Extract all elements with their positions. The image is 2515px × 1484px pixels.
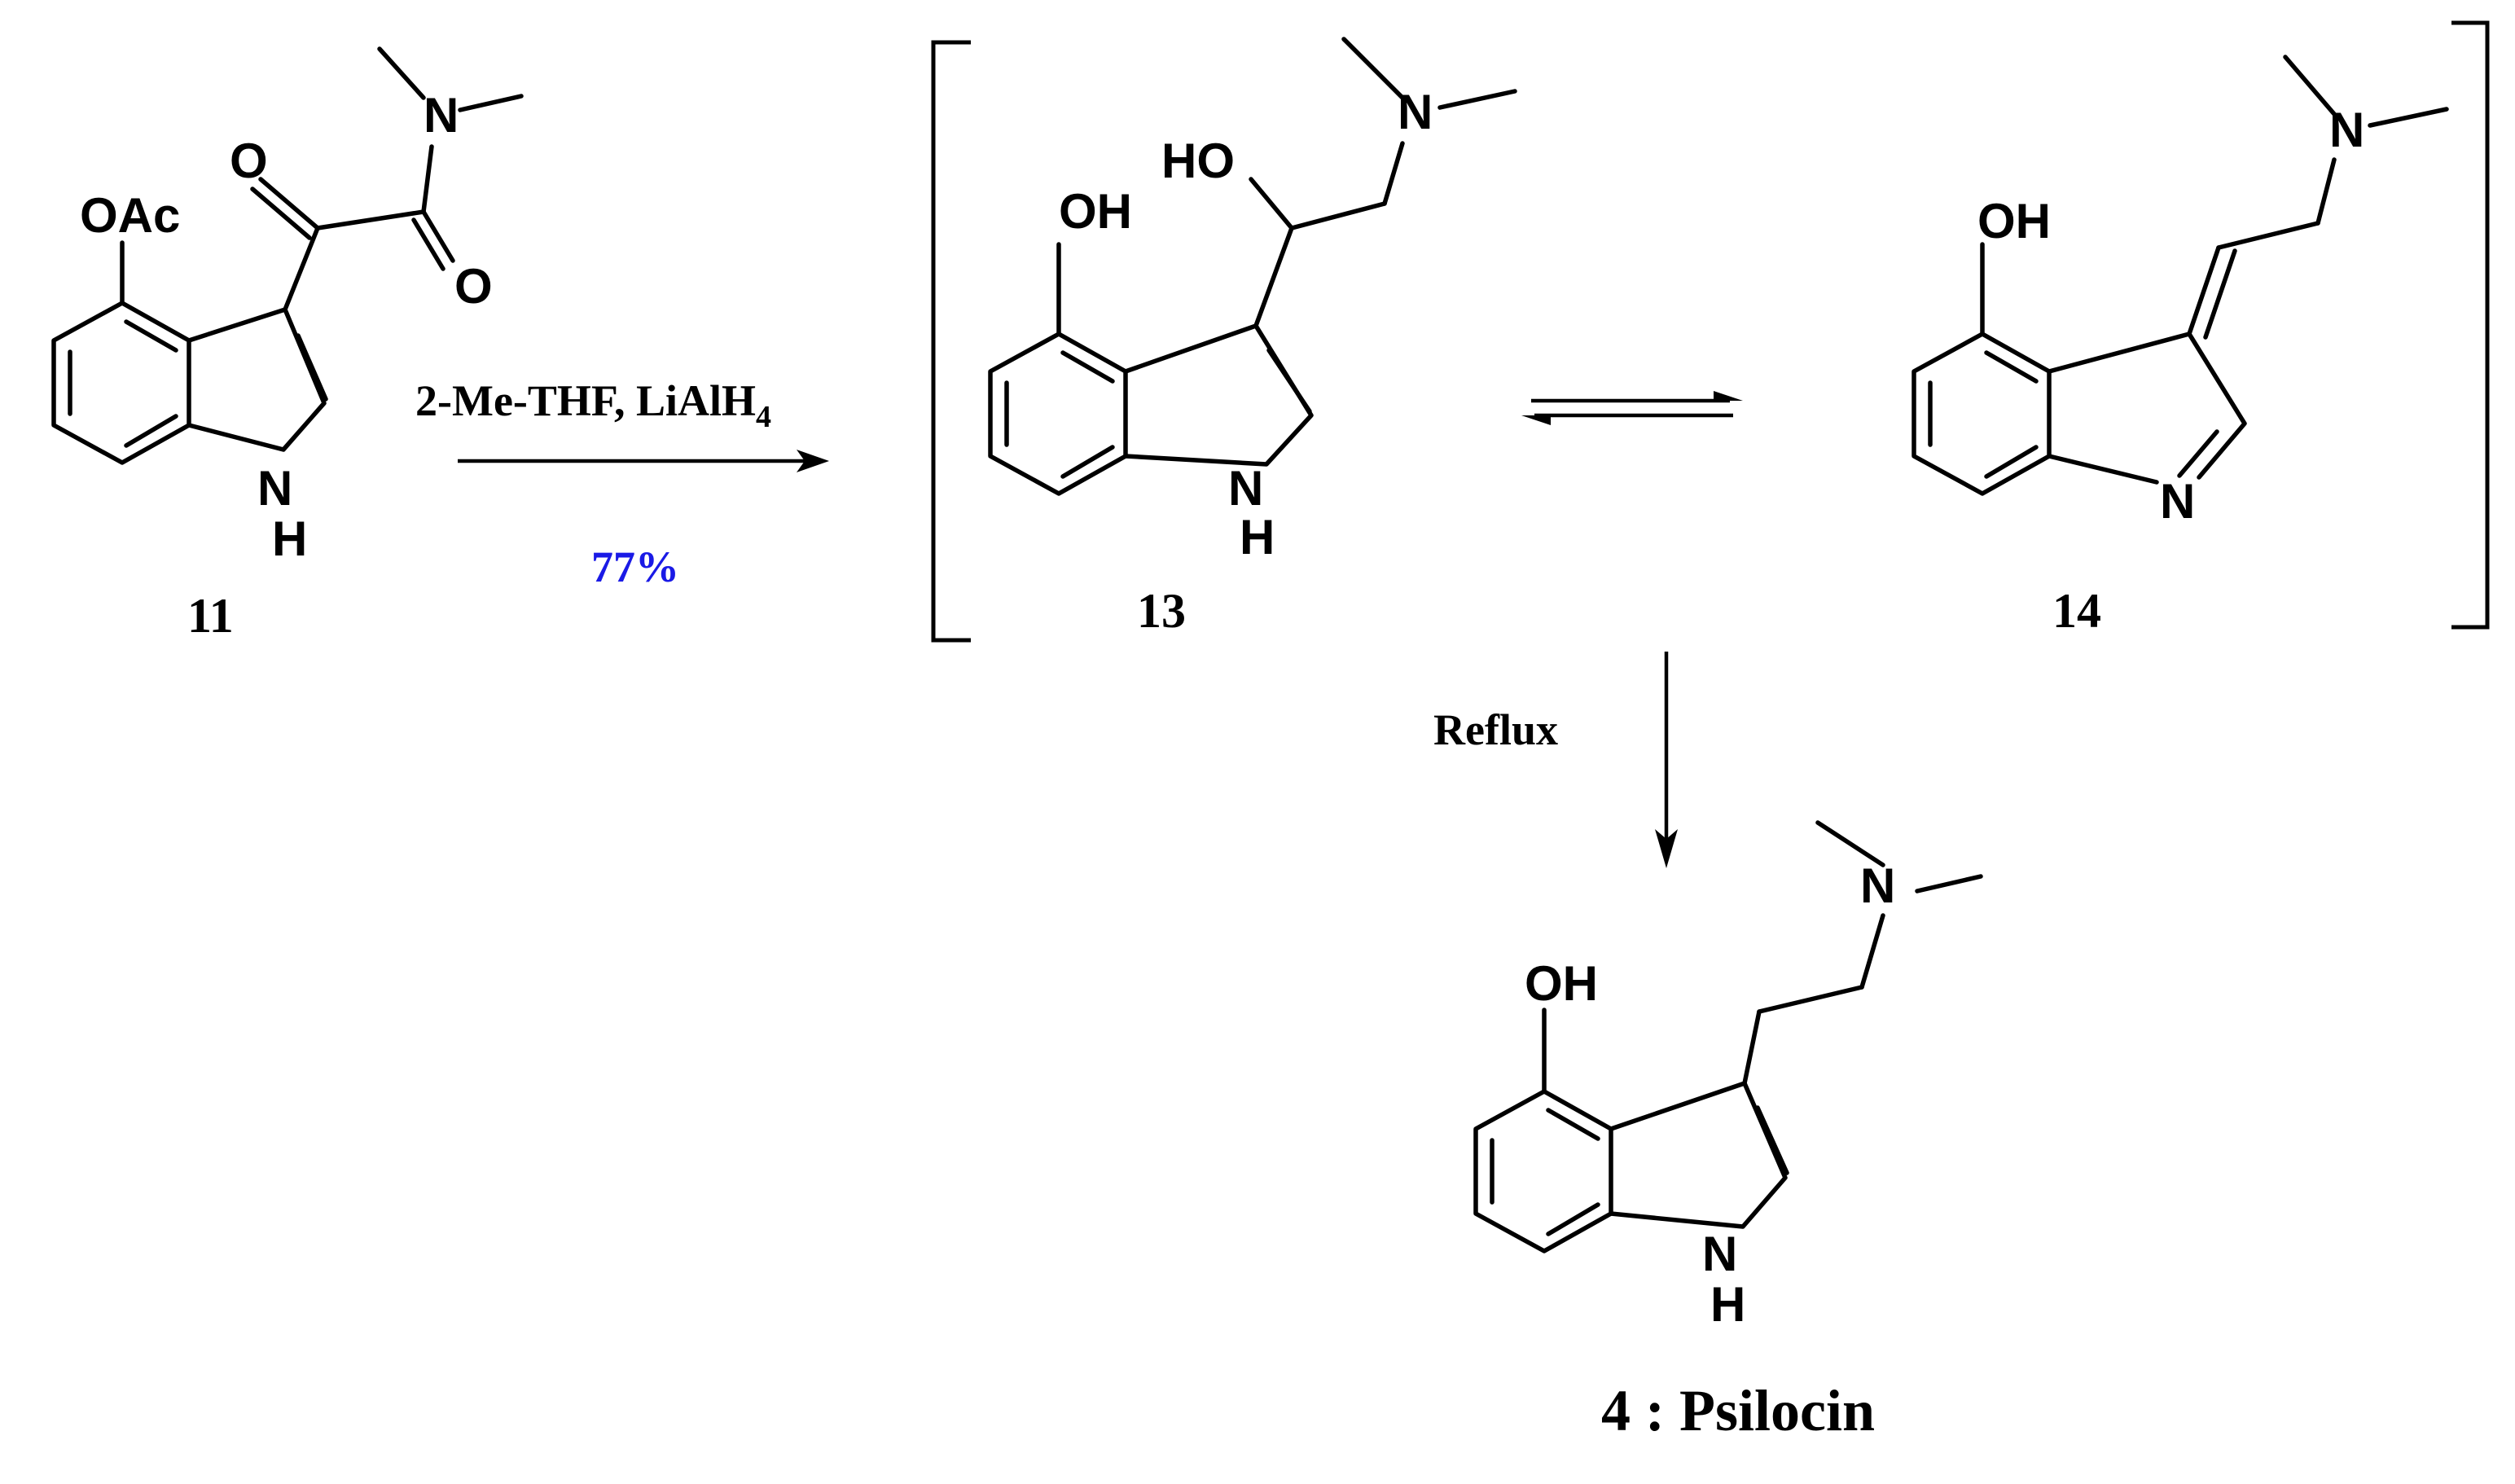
amide-oxygen-label: O [454,259,493,314]
acetoxy-label: OAc [80,188,180,243]
indole-nh-n-label: N [1702,1227,1737,1281]
compound-11-number: 11 [187,589,234,643]
indole-nh-h-label: H [1240,510,1275,564]
indole-nh-n-label: N [1228,461,1263,516]
down-arrow-icon [1655,652,1678,868]
right-arrow-icon [458,450,829,472]
reaction-step-1: 2-Me-THF, LiAlH4 77% [415,376,829,591]
dimethylamine-n-label: N [424,88,459,143]
indolenine-n-label: N [2160,474,2195,529]
indole-nh-h-label: H [1710,1277,1745,1332]
compound-14-number: 14 [2052,584,2101,638]
compound-4-psilocin: OH N N H 4 : Psilocin [1473,820,1983,1443]
reagents-label: 2-Me-THF, LiAlH4 [415,376,771,434]
compound-11-bonds [51,46,524,465]
indole-nh-h-label: H [272,511,307,566]
yield-label: 77% [591,542,679,591]
psilocin-name-label: 4 : Psilocin [1601,1378,1875,1443]
equilibrium-arrows-icon [1521,391,1743,425]
dimethylamine-n-label: N [2329,103,2364,157]
compound-14-bonds [1911,55,2449,496]
square-brackets-icon [931,20,2490,643]
reaction-step-2: Reflux [1433,652,1678,868]
keto-oxygen-label: O [230,134,268,188]
reflux-label: Reflux [1433,705,1558,754]
hydroxyl-label: OH [1525,956,1598,1011]
compound-13: OH HO N N H 13 [988,37,1517,638]
hydroxyl-label: OH [1059,184,1132,239]
compound-13-bonds [988,37,1517,496]
benzylic-hydroxyl-label: HO [1161,134,1235,188]
compound-11: OAc O O N N H 11 [51,46,524,643]
compound-13-number: 13 [1137,584,1186,638]
dimethylamine-n-label: N [1860,858,1895,913]
indole-nh-n-label: N [257,461,292,516]
hydroxyl-label: OH [1977,194,2051,248]
compound-4-bonds [1473,820,1983,1253]
compound-14: OH N N 14 [1911,55,2449,638]
dimethylamine-n-label: N [1398,85,1433,139]
